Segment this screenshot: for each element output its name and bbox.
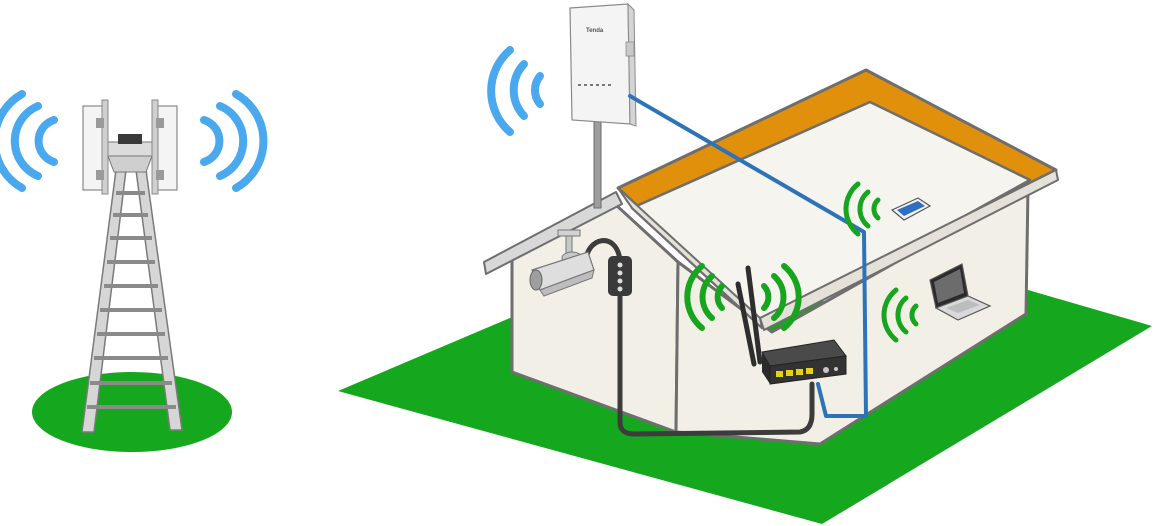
cpe-cable — [628, 94, 868, 418]
sector-antenna-right — [151, 99, 178, 195]
wireless-signal-icon — [843, 181, 881, 237]
cell-tower-site — [0, 90, 268, 452]
tower-head-frame — [103, 141, 157, 157]
outdoor-cpe-icon: Tenda — [569, 2, 637, 127]
wifi-router-icon — [735, 265, 847, 385]
router-antenna — [735, 281, 757, 367]
cell-tower-icon — [81, 99, 183, 433]
house-scene: Tenda — [338, 2, 1152, 524]
house-roof-front-eave — [759, 169, 1059, 331]
tower-signal-right — [200, 90, 268, 192]
tower-signal-left — [0, 90, 58, 192]
cpe-led-row — [578, 84, 611, 86]
cpe-mast — [593, 111, 602, 209]
cpe-signal — [487, 46, 544, 136]
tower-head-taper — [107, 155, 153, 173]
wireless-signal-icon — [881, 287, 919, 343]
cpe-brand-label: Tenda — [586, 28, 604, 34]
tower-top-box — [118, 134, 142, 144]
house-left-eave — [483, 191, 623, 275]
wireless-signal-icon — [684, 263, 802, 331]
router-antenna — [745, 265, 763, 365]
ip-camera-icon — [529, 229, 595, 297]
laptop-icon — [929, 263, 992, 321]
router-ports — [776, 368, 813, 377]
poe-injector-icon — [608, 256, 632, 296]
tablet-icon — [890, 197, 932, 221]
sector-antenna-left — [82, 99, 109, 195]
tower-rungs — [87, 191, 176, 409]
